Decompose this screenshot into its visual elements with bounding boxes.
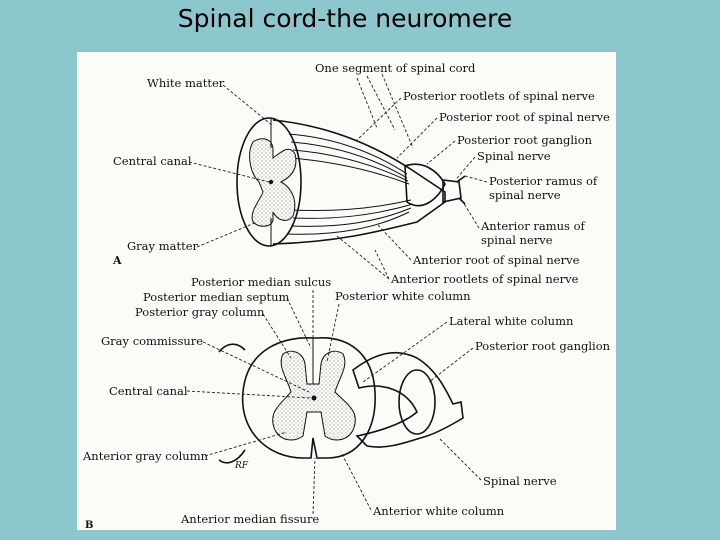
label-anterior-white-column: Anterior white column — [372, 504, 505, 518]
label-posterior-median-septum: Posterior median septum — [143, 290, 290, 304]
spinal-nerve-a — [442, 179, 462, 203]
label-anterior-ramus-2: spinal nerve — [481, 233, 553, 247]
central-canal-b — [311, 395, 317, 401]
spinal-cord-diagram: White matter One segment of spinal cord … — [82, 61, 611, 531]
label-gray-commissure: Gray commissure — [101, 334, 203, 348]
label-posterior-rootlets: Posterior rootlets of spinal nerve — [403, 89, 595, 103]
label-gray-matter: Gray matter — [127, 239, 199, 253]
panel-label-a: A — [112, 254, 122, 267]
segment-body — [272, 119, 446, 245]
central-canal-a — [268, 179, 274, 185]
label-central-canal-b: Central canal — [109, 384, 188, 398]
leader-lines-a — [188, 73, 488, 280]
label-white-matter: White matter — [147, 76, 225, 90]
label-anterior-gray-column: Anterior gray column — [82, 449, 209, 463]
label-posterior-white-column: Posterior white column — [335, 289, 471, 303]
cord-cross-section — [236, 117, 302, 247]
ganglion-a — [404, 163, 446, 207]
label-lateral-white-column: Lateral white column — [449, 314, 574, 328]
label-posterior-root-ganglion-b: Posterior root ganglion — [475, 339, 611, 353]
label-spinal-nerve-b: Spinal nerve — [483, 474, 557, 488]
label-one-segment: One segment of spinal cord — [315, 61, 476, 75]
ganglion-b — [398, 369, 436, 435]
label-anterior-median-fissure: Anterior median fissure — [180, 512, 319, 526]
label-anterior-root: Anterior root of spinal nerve — [412, 253, 580, 267]
label-anterior-rootlets: Anterior rootlets of spinal nerve — [390, 272, 579, 286]
label-posterior-ramus-2: spinal nerve — [489, 188, 561, 202]
spinal-cord-figure: White matter One segment of spinal cord … — [77, 52, 616, 531]
label-central-canal-a: Central canal — [113, 154, 192, 168]
label-spinal-nerve-a: Spinal nerve — [477, 149, 551, 163]
artist-mark: RF — [234, 461, 249, 471]
cross-section-drawing — [218, 337, 464, 464]
leader-lines-b — [186, 290, 482, 515]
label-posterior-root-ganglion-a: Posterior root ganglion — [457, 133, 593, 147]
label-posterior-root: Posterior root of spinal nerve — [439, 110, 610, 124]
slide-title: Spinal cord-the neuromere — [177, 4, 513, 33]
label-posterior-median-sulcus: Posterior median sulcus — [191, 275, 331, 289]
cord-outline-b — [241, 337, 376, 459]
segment-drawing — [236, 117, 466, 247]
root-pathway-b — [352, 351, 464, 448]
label-posterior-gray-column: Posterior gray column — [135, 305, 265, 319]
panel-label-b: B — [85, 520, 93, 530]
label-posterior-ramus-1: Posterior ramus of — [489, 174, 598, 188]
label-anterior-ramus-1: Anterior ramus of — [480, 219, 586, 233]
